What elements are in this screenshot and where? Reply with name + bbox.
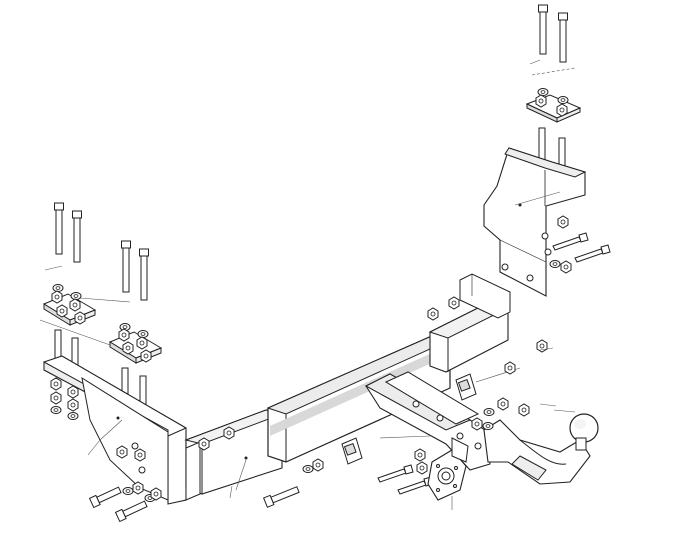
- leader-lines: [229, 59, 557, 499]
- bolt-pair-top-right: [531, 4, 576, 76]
- fasteners-right-bracket: [549, 215, 611, 274]
- side-bracket-right: [483, 147, 587, 297]
- electrical-socket-plate: [427, 437, 469, 510]
- spacer-center: [341, 437, 363, 465]
- fasteners-drawbar-bottom: [262, 448, 434, 508]
- spacer-right: [455, 373, 477, 401]
- bolt-horizontal: [114, 500, 148, 523]
- bolt-horizontal: [262, 486, 300, 508]
- studs-left: [54, 329, 147, 413]
- bolt: [54, 202, 64, 255]
- bolt-set-left-upper: [44, 202, 149, 303]
- cross-bar: [184, 273, 511, 501]
- bolt-horizontal: [88, 486, 122, 509]
- bolt: [538, 4, 548, 55]
- fasteners-drawbar-right: [471, 339, 554, 431]
- tow-ball: [483, 409, 599, 485]
- bolt: [72, 210, 82, 263]
- clamp-plate-left-b: [108, 323, 163, 364]
- bolt: [558, 12, 568, 63]
- clamp-plate-left-a: [42, 284, 97, 326]
- bolt: [121, 240, 131, 293]
- fasteners-left-bottom: [88, 445, 162, 523]
- bolt: [139, 248, 149, 301]
- side-bracket-left: [43, 355, 187, 505]
- clamp-plate-top-right: [525, 88, 582, 123]
